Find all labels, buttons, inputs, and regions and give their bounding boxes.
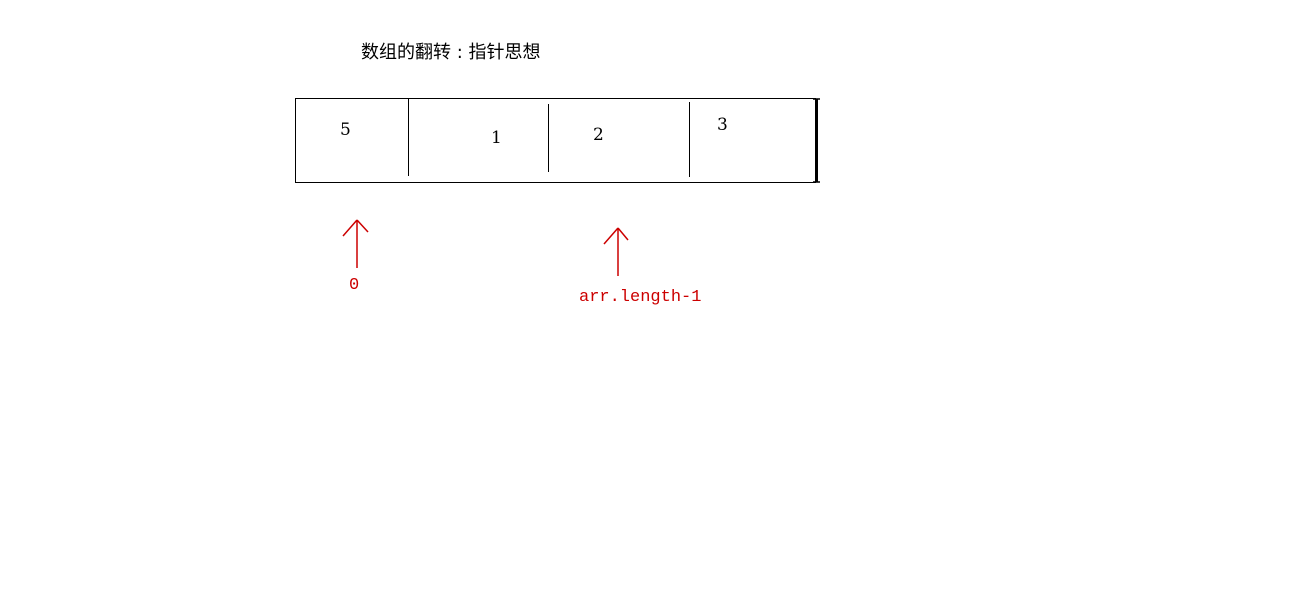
start-pointer-arrow (342, 219, 369, 268)
cell-value-2: 2 (593, 125, 604, 145)
diagram-title: 数组的翻转 : 指针思想 (361, 42, 541, 63)
start-pointer-label: 0 (349, 276, 360, 295)
cell-value-3: 3 (717, 115, 728, 135)
array-box (295, 98, 816, 183)
cell-value-1: 1 (491, 128, 502, 148)
cell-value-0: 5 (340, 120, 351, 140)
end-pointer-arrow (603, 227, 629, 276)
end-pointer-label: arr.length-1 (579, 288, 702, 307)
